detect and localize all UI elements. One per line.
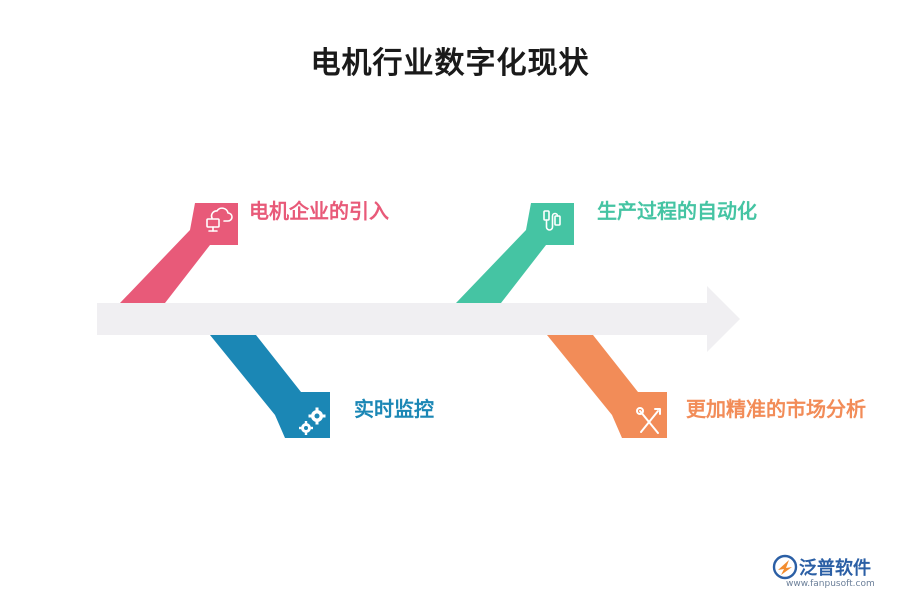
cloud-monitor-icon	[206, 207, 233, 232]
branch-arrow-2	[456, 203, 574, 303]
branch-arrow-1	[120, 203, 238, 303]
fanpu-logo-icon	[772, 554, 798, 580]
usb-cable-icon	[543, 210, 561, 231]
branch-arrow-3	[210, 335, 330, 438]
branch-label-1: 电机企业的引入	[249, 199, 389, 223]
branch-label-4: 更加精准的市场分析	[686, 397, 866, 421]
tools-icon	[636, 407, 661, 434]
branch-label-2: 生产过程的自动化	[597, 199, 757, 223]
page-title: 电机行业数字化现状	[310, 46, 590, 81]
brand-logo: 泛普软件 www.fanpusoft.com	[772, 552, 892, 592]
logo-name: 泛普软件	[799, 558, 871, 579]
main-arrow	[97, 286, 740, 352]
gears-icon	[299, 407, 326, 435]
branch-label-3: 实时监控	[354, 397, 434, 421]
logo-url: www.fanpusoft.com	[786, 579, 875, 589]
